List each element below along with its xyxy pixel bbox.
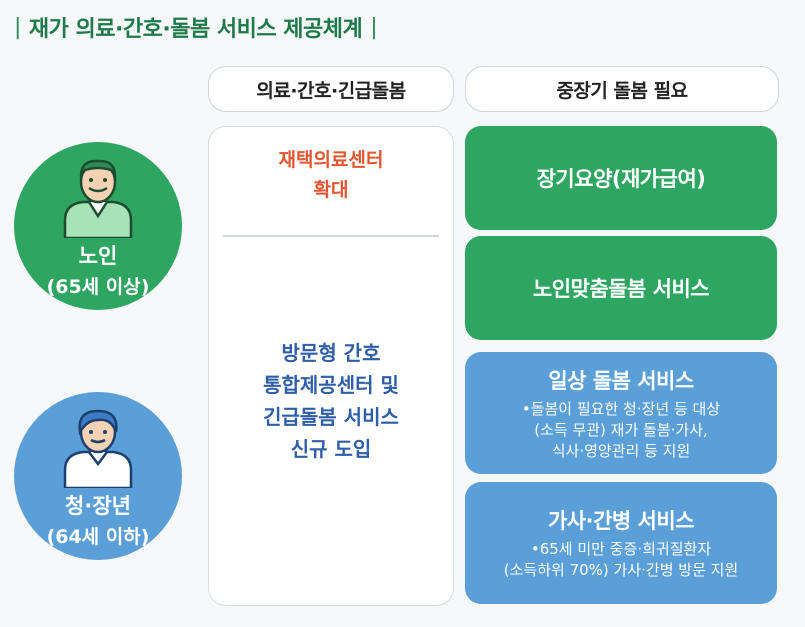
title-bar-right: | bbox=[370, 14, 378, 40]
visiting-nursing-line1: 방문형 간호 bbox=[281, 341, 381, 365]
elderly-person-icon bbox=[63, 159, 133, 238]
medical-box-divider bbox=[223, 235, 439, 237]
visiting-nursing-line3: 긴급돌봄 서비스 bbox=[263, 405, 399, 429]
service-card-longterm-care: 장기요양(재가급여) bbox=[465, 126, 777, 230]
service-title-housework-nursing: 가사·간병 서비스 bbox=[547, 509, 695, 533]
service-card-housework-nursing: 가사·간병 서비스 •65세 미만 중증·희귀질환자 (소득하위 70%) 가사… bbox=[465, 482, 777, 604]
group-elderly-label: 노인 bbox=[78, 244, 118, 268]
daily-care-desc-line2: (소득 무관) 재가 돌봄·가사, bbox=[534, 420, 708, 439]
group-youth-age: (64세 이하) bbox=[46, 526, 150, 548]
service-card-elderly-care: 노인맞춤돌봄 서비스 bbox=[465, 236, 777, 340]
daily-care-desc-line1: •돌봄이 필요한 청·장년 등 대상 bbox=[521, 399, 721, 418]
young-adult-icon bbox=[63, 409, 133, 488]
service-title-elderly-care: 노인맞춤돌봄 서비스 bbox=[532, 277, 710, 301]
service-desc-housework-nursing: •65세 미만 중증·희귀질환자 (소득하위 70%) 가사·간병 방문 지원 bbox=[504, 539, 739, 581]
housework-nursing-desc-line1: •65세 미만 중증·희귀질환자 bbox=[530, 540, 712, 558]
column-header-longterm: 중장기 돌봄 필요 bbox=[465, 66, 779, 112]
diagram-title-text: 재가 의료·간호·돌봄 서비스 제공체계 bbox=[28, 17, 363, 42]
service-title-daily-care: 일상 돌봄 서비스 bbox=[548, 368, 694, 393]
home-medical-center-line1: 재택의료센터 bbox=[278, 149, 384, 171]
service-desc-daily-care: •돌봄이 필요한 청·장년 등 대상 (소득 무관) 재가 돌봄·가사, 식사·… bbox=[522, 399, 720, 462]
group-elderly: 노인 (65세 이상) bbox=[14, 142, 182, 310]
column-header-medical: 의료·간호·긴급돌봄 bbox=[208, 66, 454, 112]
group-elderly-age: (65세 이상) bbox=[46, 276, 150, 298]
housework-nursing-desc-line2: (소득하위 70%) 가사·간병 방문 지원 bbox=[503, 561, 739, 579]
diagram-title: | 재가 의료·간호·돌봄 서비스 제공체계 | bbox=[14, 10, 378, 44]
title-bar-left: | bbox=[14, 14, 21, 40]
visiting-nursing-line2: 통합제공센터 및 bbox=[263, 373, 399, 397]
visiting-nursing-emergency-care: 방문형 간호 통합제공센터 및 긴급돌봄 서비스 신규 도입 bbox=[209, 337, 453, 465]
service-card-daily-care: 일상 돌봄 서비스 •돌봄이 필요한 청·장년 등 대상 (소득 무관) 재가 … bbox=[465, 352, 777, 474]
service-title-longterm-care: 장기요양(재가급여) bbox=[536, 167, 706, 191]
daily-care-desc-line3: 식사·영양관리 등 지원 bbox=[551, 441, 691, 460]
visiting-nursing-line4: 신규 도입 bbox=[290, 437, 372, 461]
group-youth-label: 청·장년 bbox=[65, 494, 131, 518]
home-medical-center-line2: 확대 bbox=[313, 179, 349, 201]
medical-services-box: 재택의료센터 확대 방문형 간호 통합제공센터 및 긴급돌봄 서비스 신규 도입 bbox=[208, 126, 454, 606]
home-medical-center: 재택의료센터 확대 bbox=[209, 145, 453, 205]
group-youth: 청·장년 (64세 이하) bbox=[14, 392, 182, 560]
